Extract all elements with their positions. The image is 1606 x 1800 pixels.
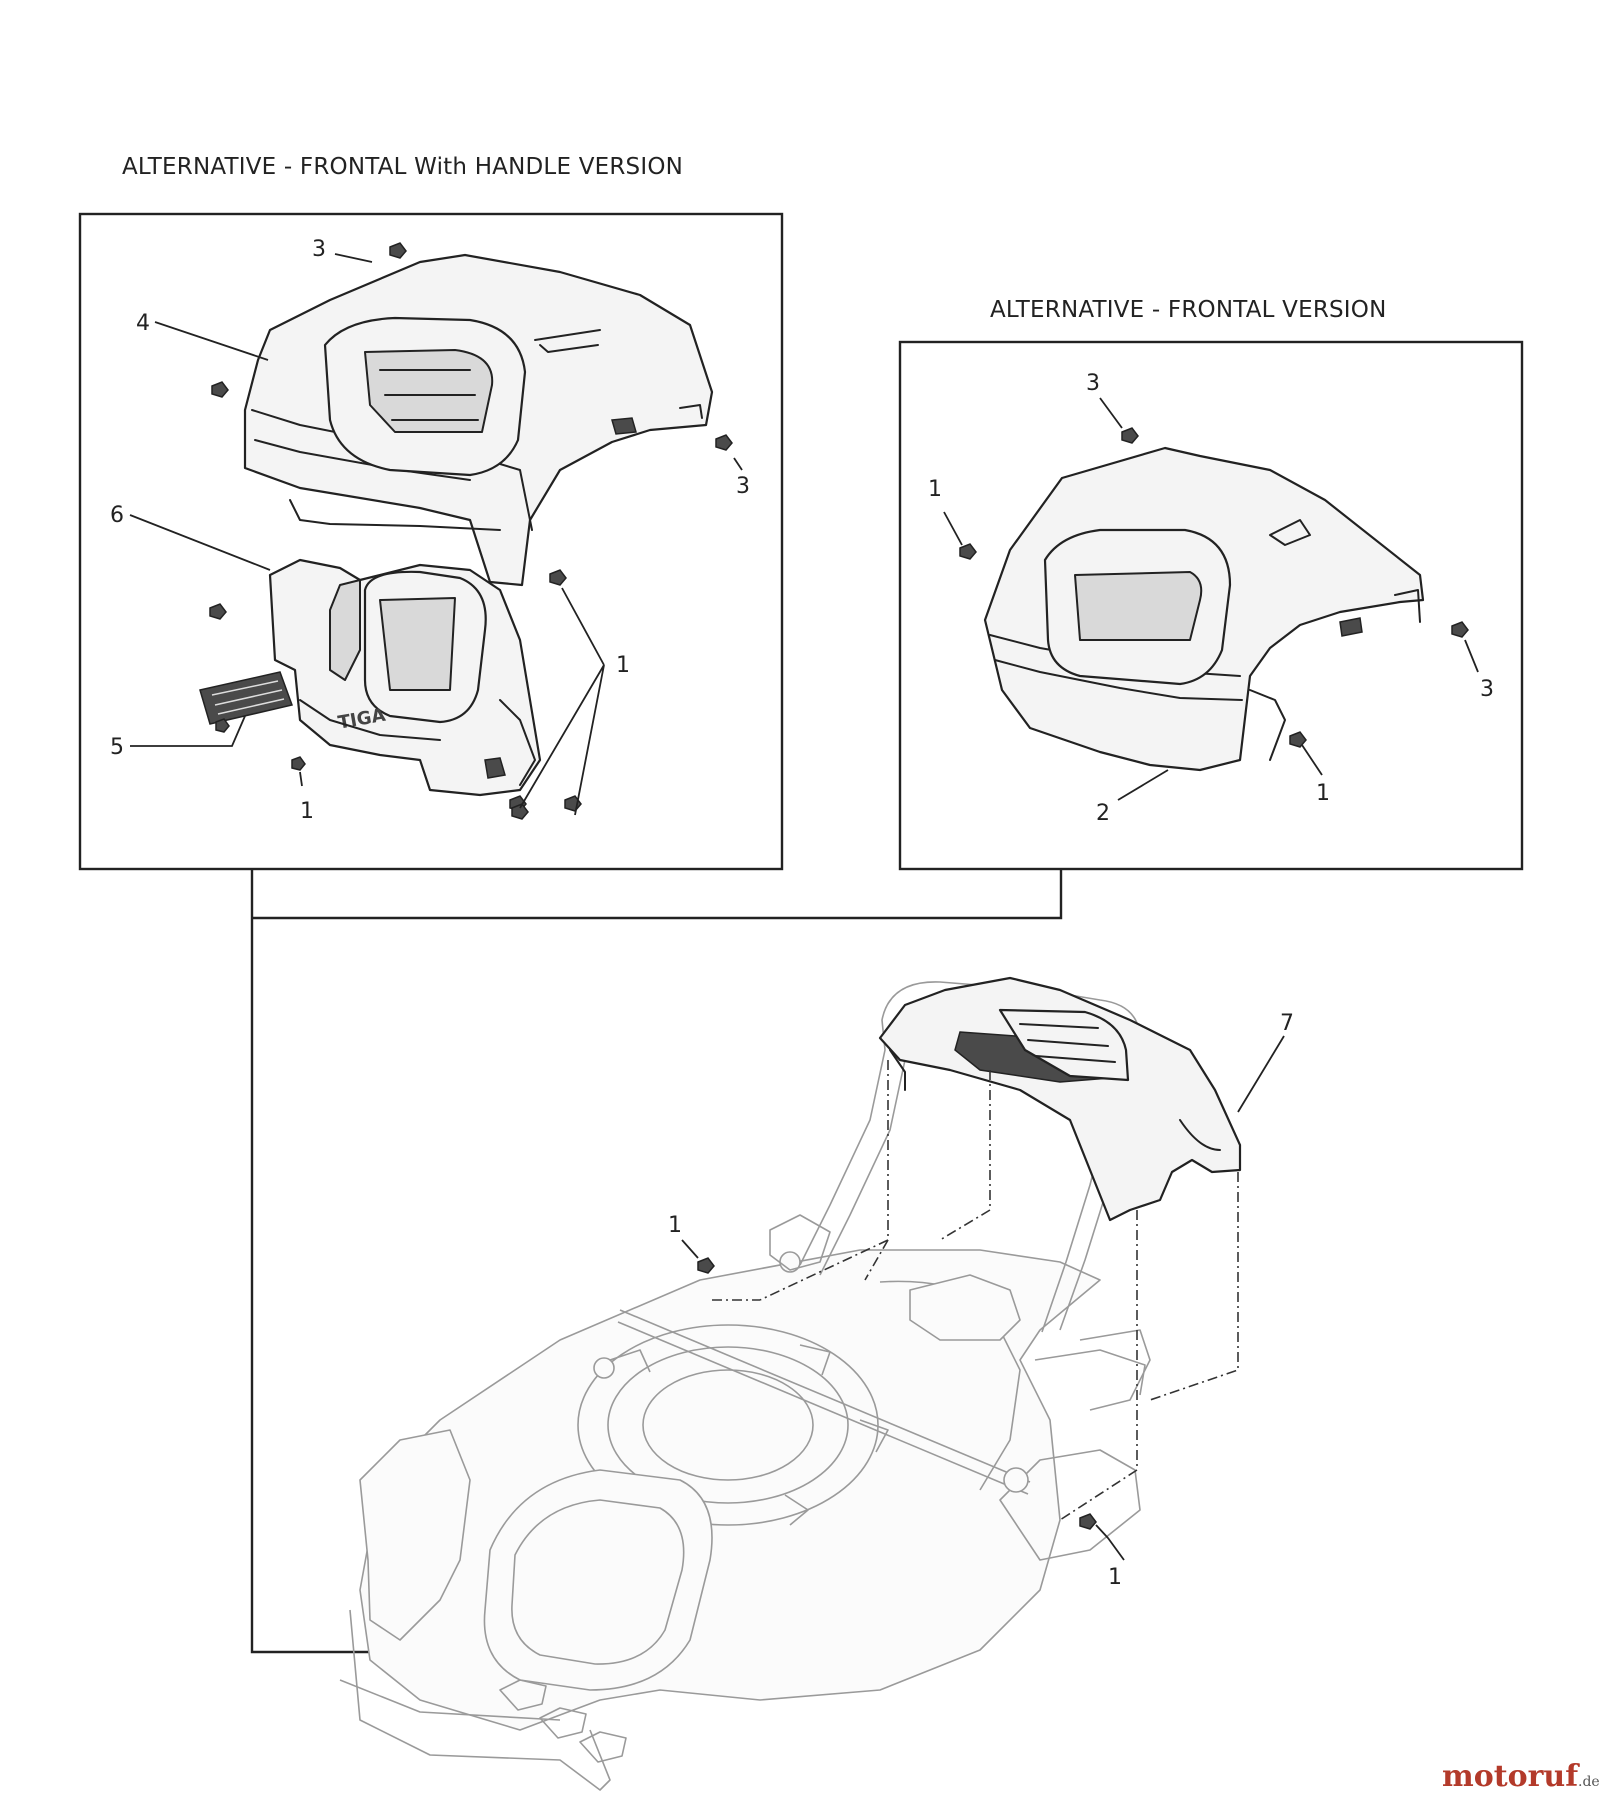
title-frontal-version: ALTERNATIVE - FRONTAL VERSION — [990, 297, 1387, 323]
callout-4: 4 — [136, 311, 150, 336]
callout-1-right-box-left: 1 — [928, 477, 942, 502]
callout-6: 6 — [110, 503, 124, 528]
callout-1-left-box: 1 — [616, 653, 630, 678]
svg-text:.de: .de — [1578, 1774, 1600, 1790]
frontal-bracket-with-logo: TIGA — [268, 558, 542, 797]
callout-1-main-left: 1 — [668, 1213, 682, 1238]
frontal-cover — [983, 446, 1425, 772]
mower-deck — [339, 1249, 1146, 1791]
screws-right — [959, 427, 1469, 748]
screws-left — [209, 242, 733, 820]
alignment-lines — [712, 1060, 1239, 1521]
callout-3-top-right: 3 — [1086, 371, 1100, 396]
leaders-left — [129, 253, 743, 816]
callout-5: 5 — [110, 735, 124, 760]
callout-7: 7 — [1280, 1011, 1294, 1036]
callout-3-right-right: 3 — [1480, 677, 1494, 702]
callout-2: 2 — [1096, 801, 1110, 826]
screws-main — [697, 1257, 1097, 1530]
watermark-logo: motoruf .de — [1442, 1759, 1600, 1794]
frame-frontal-version — [898, 340, 1524, 871]
callout-3-top-left: 3 — [312, 237, 326, 262]
title-handle-version: ALTERNATIVE - FRONTAL With HANDLE VERSIO… — [122, 154, 683, 180]
callout-3-right-left: 3 — [736, 474, 750, 499]
leaders-main — [681, 1035, 1285, 1561]
svg-text:motoruf: motoruf — [1442, 1759, 1580, 1794]
badge-plate — [199, 671, 293, 725]
frame-handle-version — [78, 212, 784, 871]
callout-1-bottom-left: 1 — [300, 799, 314, 824]
callout-1-right-box-bottom: 1 — [1316, 781, 1330, 806]
cover-with-handle — [243, 253, 714, 587]
rear-cover-installed — [878, 976, 1242, 1222]
callout-1-main-right: 1 — [1108, 1565, 1122, 1590]
leaders-right — [943, 397, 1479, 801]
